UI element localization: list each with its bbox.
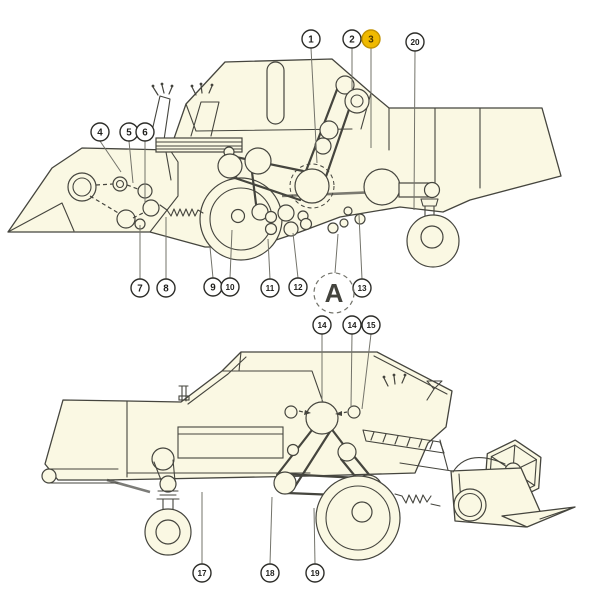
callout-4[interactable]: 4 [90, 122, 122, 173]
callout-label: 4 [97, 128, 103, 139]
combine-top-view [7, 58, 562, 268]
lift-spring [394, 493, 441, 507]
rear-wheel [363, 168, 460, 268]
callout-label: 3 [368, 35, 374, 46]
leader-line [99, 140, 122, 173]
callout-label: 14 [347, 321, 357, 330]
callout-20[interactable]: 20 [405, 32, 425, 211]
callout-1[interactable]: 1 [301, 29, 321, 164]
callout-circle [135, 122, 155, 142]
callout-label: 2 [349, 35, 355, 46]
operator-platform [149, 82, 243, 185]
callout-label: 1 [308, 35, 314, 46]
callout-label: 18 [265, 569, 275, 578]
leader-line [269, 496, 273, 565]
callout-label: 20 [410, 38, 420, 47]
leader-line [358, 214, 363, 280]
rear-pulley [363, 168, 401, 206]
callout-14[interactable]: 14 [342, 315, 362, 408]
callout-label: 8 [163, 284, 169, 295]
callout-label: 11 [266, 284, 275, 293]
leader-line [313, 507, 316, 565]
callout-label: 12 [293, 283, 303, 292]
callout-label: 9 [210, 283, 216, 294]
callout-15[interactable]: 15 [361, 315, 381, 410]
grain-tank [185, 61, 481, 198]
tension-spring [159, 204, 204, 217]
callout-17[interactable]: 17 [192, 492, 212, 583]
leader-line [292, 232, 299, 279]
marker-circle [313, 272, 355, 314]
marker-label: A [325, 278, 344, 308]
callout-6[interactable]: 6 [135, 122, 155, 203]
callout-18[interactable]: 18 [260, 496, 280, 583]
leader-line [128, 140, 134, 184]
rear-wheel [144, 447, 192, 556]
callout-label: 10 [225, 283, 235, 292]
callout-10[interactable]: 10 [220, 229, 240, 297]
callout-label: 5 [126, 128, 132, 139]
callout-circle [156, 278, 176, 298]
leader-line [229, 229, 233, 279]
callout-circle [288, 277, 308, 297]
callout-3[interactable]: 3 [361, 29, 381, 148]
front-wheel [315, 475, 401, 561]
exhaust-pipe [178, 385, 189, 402]
crop-divider [501, 506, 576, 528]
callout-circle [260, 278, 280, 298]
leader-line [413, 50, 416, 211]
callout-label: 15 [366, 321, 376, 330]
leader-line [310, 47, 318, 164]
header-assembly [7, 149, 179, 233]
callout-circle [130, 278, 150, 298]
header-assembly [394, 439, 576, 528]
callout-5[interactable]: 5 [119, 122, 139, 184]
callout-label: 14 [317, 321, 327, 330]
callout-circle [260, 563, 280, 583]
callout-2[interactable]: 2 [342, 29, 362, 90]
callout-8[interactable]: 8 [156, 217, 176, 298]
callout-circle [342, 29, 362, 49]
callout-12[interactable]: 12 [288, 232, 308, 297]
callout-circle [361, 315, 381, 335]
callout-circle [342, 315, 362, 335]
callout-circle [90, 122, 110, 142]
callout-circle [312, 315, 332, 335]
callout-circle-highlighted [361, 29, 381, 49]
callout-label: 7 [137, 284, 143, 295]
callout-circle [405, 32, 425, 52]
callout-label: 13 [357, 284, 367, 293]
callout-label: 6 [142, 128, 148, 139]
callout-circle [352, 278, 372, 298]
leader-line [361, 333, 372, 410]
callout-circle [192, 563, 212, 583]
callout-circle [305, 563, 325, 583]
callout-circle [220, 277, 240, 297]
callout-19[interactable]: 19 [305, 507, 325, 583]
drive-belts [159, 75, 370, 237]
unloading-auger-tube [266, 61, 285, 125]
leader-line [350, 333, 353, 408]
flag-marker [426, 380, 443, 401]
callout-14[interactable]: 14 [312, 315, 332, 403]
callout-11[interactable]: 11 [260, 238, 280, 298]
callout-7[interactable]: 7 [130, 225, 150, 298]
combine-bottom-view [41, 351, 576, 561]
unloader-tube [41, 468, 119, 484]
leader-line [209, 246, 214, 279]
callout-circle [301, 29, 321, 49]
callout-13[interactable]: 13 [352, 214, 372, 298]
marker-A[interactable]: A [313, 233, 355, 314]
leader-line [267, 238, 271, 280]
callout-label: 19 [310, 569, 320, 578]
leader-line [334, 233, 339, 274]
callout-label: 17 [197, 569, 207, 578]
